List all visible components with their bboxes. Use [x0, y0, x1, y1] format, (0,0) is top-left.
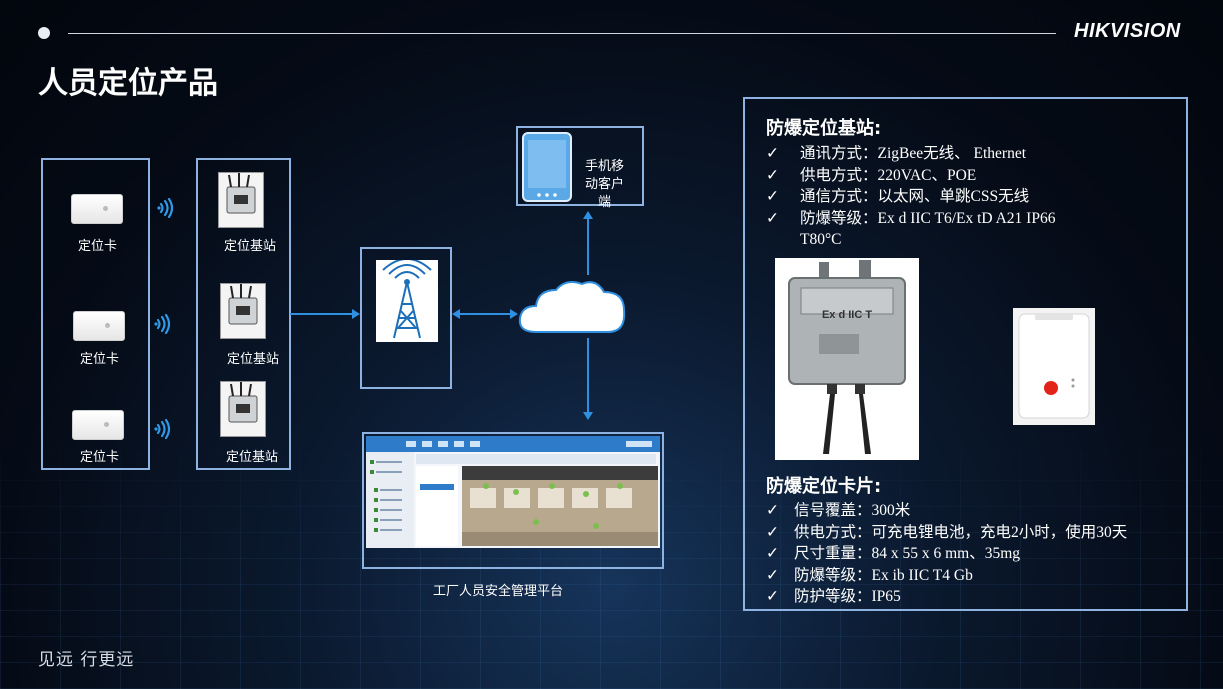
arrow-up: [583, 211, 593, 275]
page-title: 人员定位产品: [38, 66, 218, 101]
header-dot: [38, 27, 50, 39]
mobile-phone-icon: [522, 132, 572, 202]
station-label: 定位基站: [224, 239, 277, 254]
brand-logo: HIKVISION: [1074, 20, 1181, 42]
spec-row: ✓ 尺寸重量：84 x 55 x 6 mm、35mg: [766, 543, 1127, 565]
check-icon: ✓: [766, 545, 779, 562]
spec-row: ✓ 供电方式：220VAC、POE: [766, 165, 1055, 187]
card-specs: 防爆定位卡片: ✓ 信号覆盖：300米 ✓ 供电方式：可充电锂电池，充电2小时，使用…: [766, 472, 1127, 608]
base-station-image: [220, 381, 266, 437]
explosion-proof-card-photo: [1013, 308, 1095, 425]
spec-row: ✓ 通信方式：以太网、单跳CSS无线: [766, 186, 1055, 208]
spec-row: ✓ 信号覆盖：300米: [766, 500, 1127, 522]
cloud-icon: [518, 281, 626, 333]
card-label: 定位卡: [78, 239, 118, 254]
product-info-panel: [743, 97, 1188, 611]
arrow-bidirectional: [452, 309, 518, 319]
check-icon: ✓: [766, 188, 779, 205]
positioning-card-image: [72, 410, 124, 440]
check-icon: ✓: [766, 523, 779, 541]
spec-continuation: T80°C: [800, 231, 842, 248]
check-icon: ✓: [766, 209, 779, 227]
spec-text: 供电方式：220VAC、POE: [800, 166, 977, 184]
station-box-marking: Ex d IIC T: [822, 309, 872, 321]
wireless-signal-icon: [154, 313, 171, 335]
spec-text: 防爆等级：Ex d IIC T6/Ex tD A21 IP66: [800, 209, 1056, 227]
spec-row: ✓ 供电方式：可充电锂电池，充电2小时，使用30天: [766, 522, 1127, 544]
card-label: 定位卡: [80, 450, 120, 465]
cards-panel: [41, 158, 150, 470]
antenna-tower-icon: [376, 260, 438, 342]
platform-label: 工厂人员安全管理平台: [433, 584, 564, 599]
positioning-card-image: [71, 194, 123, 224]
check-icon: ✓: [766, 566, 779, 584]
station-specs: 防爆定位基站: ✓ 通讯方式：ZigBee无线、 Ethernet ✓ 供电方式：2…: [766, 114, 1055, 251]
spec-text: 尺寸重量：84 x 55 x 6 mm、35mg: [794, 545, 1021, 562]
check-icon: ✓: [766, 502, 779, 519]
explosion-proof-station-photo: Ex d IIC T: [775, 258, 919, 460]
station-label: 定位基站: [226, 450, 279, 465]
base-station-image: [218, 172, 264, 228]
spec-row: ✓ 防爆等级：Ex d IIC T6/Ex tD A21 IP66: [766, 208, 1055, 230]
station-title: 防爆定位基站:: [766, 118, 882, 139]
base-station-image: [220, 283, 266, 339]
arrow-right: [290, 309, 360, 319]
station-label: 定位基站: [227, 352, 280, 367]
arrow-down: [583, 338, 593, 420]
spec-text: 防爆等级：Ex ib IIC T4 Gb: [794, 566, 973, 584]
spec-text: 信号覆盖：300米: [794, 502, 911, 519]
phone-label-line: 手机移: [585, 159, 625, 174]
footer-slogan: 见远 行更远: [38, 650, 135, 670]
check-icon: ✓: [766, 588, 779, 605]
phone-label-line: 动客户: [585, 177, 625, 192]
card-label: 定位卡: [80, 352, 120, 367]
spec-row: ✓ 防护等级：IP65: [766, 586, 1127, 608]
spec-text: 通信方式：以太网、单跳CSS无线: [800, 188, 1030, 205]
phone-label-line: 端: [598, 195, 612, 210]
spec-row: ✓ 防爆等级：Ex ib IIC T4 Gb: [766, 565, 1127, 587]
wireless-signal-icon: [154, 418, 171, 440]
spec-text: 供电方式：可充电锂电池，充电2小时，使用30天: [794, 523, 1128, 541]
tower-panel: [360, 247, 452, 389]
platform-software-screenshot: [366, 436, 660, 548]
spec-text: 通讯方式：ZigBee无线、 Ethernet: [800, 145, 1026, 162]
spec-text: 防护等级：IP65: [794, 588, 901, 605]
platform-panel: [362, 432, 664, 569]
spec-row: ✓ 通讯方式：ZigBee无线、 Ethernet: [766, 143, 1055, 165]
positioning-card-image: [73, 311, 125, 341]
wireless-signal-icon: [157, 197, 174, 219]
check-icon: ✓: [766, 145, 779, 162]
card-title: 防爆定位卡片:: [766, 476, 882, 497]
header-divider: [68, 33, 1056, 34]
check-icon: ✓: [766, 166, 779, 184]
phone-panel: [516, 126, 644, 206]
